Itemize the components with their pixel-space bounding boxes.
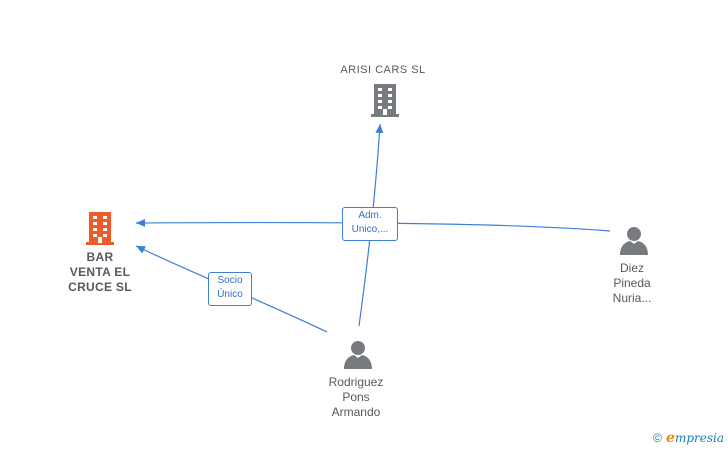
company-name: ARISI CARS SL — [340, 64, 426, 76]
label-line: CRUCE SL — [68, 280, 132, 294]
brand-name: mpresia — [674, 431, 724, 445]
building-icon[interactable] — [371, 84, 399, 117]
label-line: Pineda — [613, 276, 651, 290]
edge-label-line: Único — [217, 289, 243, 300]
brand-logo-e: e — [666, 430, 675, 446]
company-label-bar[interactable]: BAR VENTA EL CRUCE SL — [50, 250, 150, 295]
person-label-diez[interactable]: Diez Pineda Nuria... — [590, 261, 674, 306]
label-line: Pons — [342, 390, 370, 404]
person-icon[interactable] — [344, 341, 372, 369]
edge-label-adm-unico[interactable]: Adm. Unico,... — [342, 207, 398, 241]
label-line: Rodriguez — [328, 375, 384, 389]
label-line: BAR — [86, 250, 114, 264]
edge-label-line: Adm. — [358, 210, 382, 221]
footer-brand[interactable]: © empresia — [653, 430, 724, 446]
person-label-rodriguez[interactable]: Rodriguez Pons Armando — [308, 375, 404, 420]
label-line: VENTA EL — [69, 265, 131, 279]
label-line: Diez — [619, 261, 644, 275]
edge-label-socio-unico[interactable]: Socio Único — [208, 272, 252, 306]
company-label-arisi[interactable]: ARISI CARS SL — [318, 63, 448, 78]
edge-label-line: Socio — [217, 275, 243, 286]
label-line: Nuria... — [612, 291, 652, 305]
label-line: Armando — [331, 405, 381, 419]
building-icon[interactable] — [86, 212, 114, 245]
person-icon[interactable] — [620, 227, 648, 255]
copyright-icon: © — [653, 431, 663, 445]
edge-label-line: Unico,... — [351, 224, 389, 235]
